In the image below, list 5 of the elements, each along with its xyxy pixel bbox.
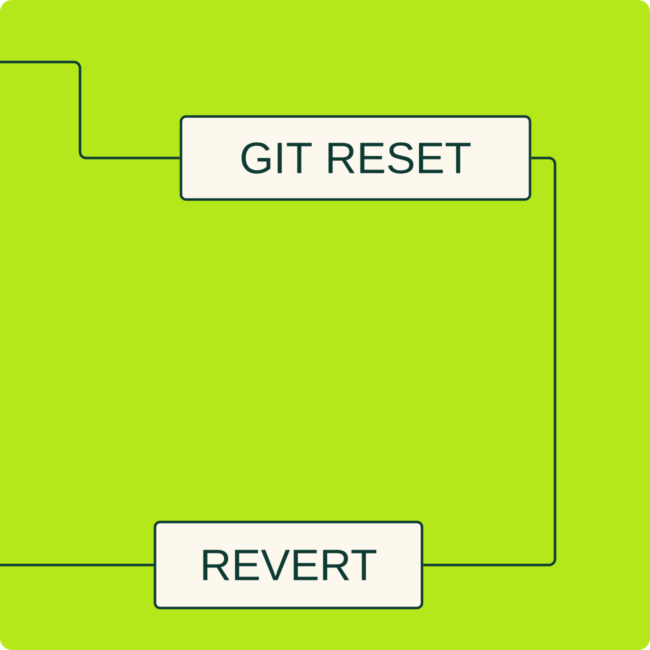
connector-line [423, 156, 556, 566]
connector-line [0, 564, 154, 566]
process-box: REVERT [154, 520, 424, 610]
process-box: GIT RESET [180, 115, 532, 201]
connector-line [0, 60, 180, 160]
